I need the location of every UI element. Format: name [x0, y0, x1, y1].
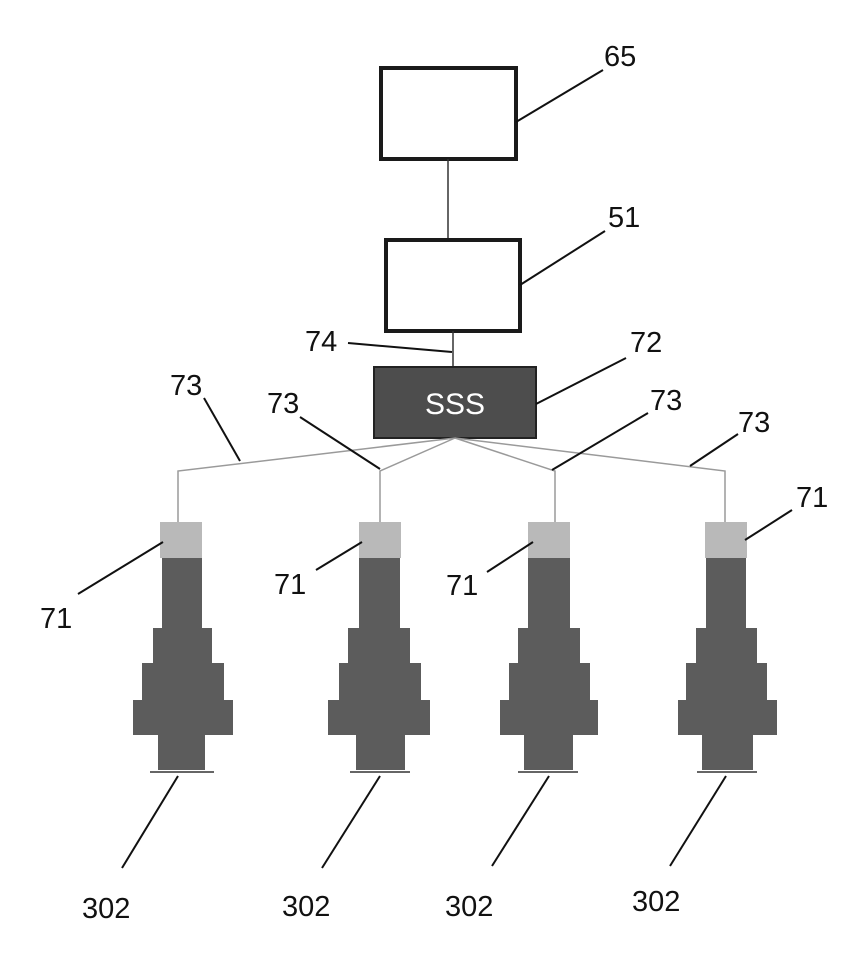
label-71-b: 71 — [274, 569, 306, 601]
label-73-b: 73 — [267, 388, 299, 420]
injector-body-d — [678, 558, 777, 770]
cable-b — [380, 438, 455, 522]
label-65: 65 — [604, 41, 636, 73]
label-73-c: 73 — [650, 385, 682, 417]
lead-72 — [536, 358, 626, 404]
cable-a — [178, 438, 455, 522]
connector-71-a — [160, 522, 202, 558]
label-71-d: 71 — [796, 482, 828, 514]
lead-73-d — [690, 434, 738, 466]
label-72: 72 — [630, 327, 662, 359]
connector-71-c — [528, 522, 570, 558]
label-51: 51 — [608, 202, 640, 234]
label-74: 74 — [305, 326, 337, 358]
sss-label: SSS — [425, 388, 485, 421]
lead-71-a — [78, 542, 163, 594]
lead-51 — [520, 231, 605, 285]
connector-71-b — [359, 522, 401, 558]
injector-d — [678, 522, 777, 772]
lead-302-a — [122, 776, 178, 868]
box-51 — [386, 240, 520, 331]
injector-body-c — [500, 558, 598, 770]
label-71-c: 71 — [446, 570, 478, 602]
lead-74 — [348, 343, 452, 352]
lead-302-c — [492, 776, 549, 866]
injector-b — [328, 522, 430, 772]
injector-c — [500, 522, 598, 772]
box-65 — [381, 68, 516, 159]
label-302-d: 302 — [632, 886, 680, 918]
label-302-c: 302 — [445, 891, 493, 923]
lead-73-b — [300, 417, 380, 469]
label-73-a: 73 — [170, 370, 202, 402]
injector-body-a — [133, 558, 233, 770]
label-73-d: 73 — [738, 407, 770, 439]
label-302-b: 302 — [282, 891, 330, 923]
injector-a — [133, 522, 233, 772]
lead-302-b — [322, 776, 380, 868]
lead-65 — [516, 70, 603, 122]
lead-71-b — [316, 542, 362, 570]
lead-73-a — [204, 398, 240, 461]
lead-71-c — [487, 542, 533, 572]
connector-71-d — [705, 522, 747, 558]
lead-71-d — [745, 510, 792, 540]
cable-c — [455, 438, 555, 522]
injector-body-b — [328, 558, 430, 770]
lead-73-c — [552, 413, 648, 470]
label-71-a: 71 — [40, 603, 72, 635]
cables-73 — [178, 438, 725, 522]
label-302-a: 302 — [82, 893, 130, 925]
lead-302-d — [670, 776, 726, 866]
